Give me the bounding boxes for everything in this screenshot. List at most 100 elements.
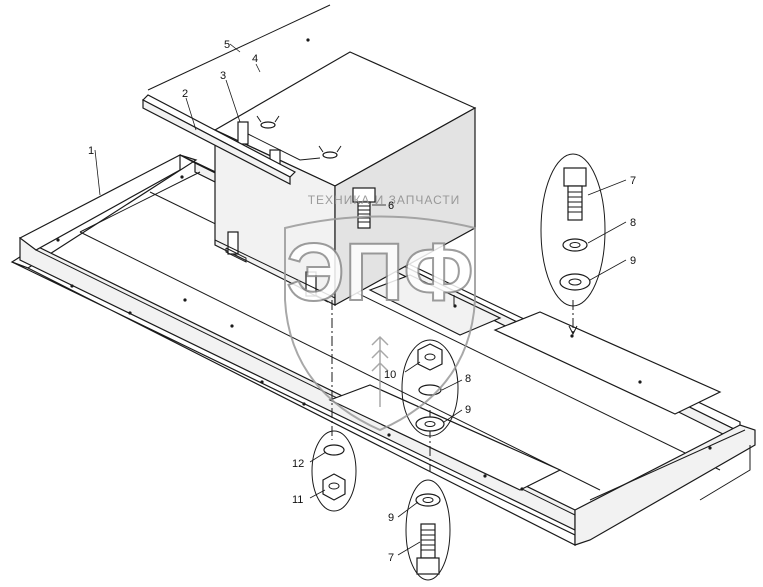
box-foot-tab: [299, 287, 329, 303]
leader-5: [229, 43, 241, 53]
axis-right-arrow: [568, 325, 578, 336]
callout-10: 10: [384, 369, 396, 381]
frame-hole: [230, 324, 234, 328]
frame-hole: [453, 304, 457, 308]
support-plate-right: [493, 311, 722, 415]
leader-2: [185, 97, 197, 131]
leader-10: [404, 361, 421, 373]
callout-12: 12: [292, 458, 304, 470]
box-foot-tab: [225, 247, 247, 263]
callout-9-mid: 9: [465, 404, 471, 416]
hardware-group-right: [540, 153, 606, 307]
cover-outline-edge: [147, 4, 331, 91]
lock-washer-8-hole: [569, 242, 581, 248]
hardware-group-left: [311, 430, 357, 512]
support-plate-center: [328, 384, 562, 491]
wing-nut: [322, 151, 338, 159]
box-bottom-edge: [214, 239, 336, 299]
callout-11: 11: [292, 494, 303, 506]
frame-hole: [387, 433, 391, 437]
watermark: ЭПФ ТЕХНИКА И ЗАПЧАСТИ: [284, 193, 476, 432]
callout-8-mid: 8: [465, 373, 471, 385]
frame-inner-left: [79, 171, 201, 233]
bolt-7-head: [563, 167, 587, 187]
watermark-wheat-icon: [371, 335, 389, 407]
nut-10: [417, 343, 443, 371]
box-foot-bracket: [227, 231, 239, 255]
bolt-7-bottom-head: [416, 557, 440, 575]
callout-9-top: 9: [630, 255, 636, 267]
leader-3: [225, 79, 241, 123]
callouts: 1 2 3 4 5 6 7 8 9 10 8 9 12 11 9 7: [88, 39, 636, 564]
bolt-6: [352, 187, 376, 229]
callout-3: 3: [220, 70, 226, 82]
nut-11-hole: [328, 482, 340, 490]
frame-hole: [180, 175, 184, 179]
washer-9-hole: [568, 278, 582, 286]
group-outline-right: [540, 153, 606, 307]
bolt-7-bottom-thread-lines: [421, 529, 435, 551]
leader-9-mid: [443, 409, 463, 423]
frame-hole: [260, 380, 264, 384]
washer-9-middle: [415, 416, 445, 432]
frame-right-end-edge: [589, 429, 746, 501]
lock-washer-8: [562, 238, 588, 252]
wing-nut-wings: [256, 115, 280, 123]
leader-7-top: [587, 179, 627, 196]
cover-outline: [147, 4, 331, 91]
callout-5: 5: [224, 39, 230, 51]
wing-nut-wings: [318, 145, 342, 153]
leader-11: [309, 489, 326, 499]
leader-12: [309, 451, 327, 463]
wing-nut: [260, 121, 276, 129]
frame-hole: [183, 298, 187, 302]
watermark-shield: [284, 215, 476, 432]
group-outline-bottom: [405, 479, 451, 581]
lock-washer-12: [323, 444, 345, 456]
leader-9-top: [589, 259, 627, 281]
group-outline-left: [311, 430, 357, 512]
callout-6: 6: [388, 200, 394, 212]
washer-9-middle-hole: [424, 421, 436, 427]
callout-4: 4: [252, 53, 258, 65]
bolt-7-thread-lines: [568, 191, 582, 213]
hold-down-bar-side: [142, 99, 291, 185]
frame-hole: [483, 474, 487, 478]
callout-7-bot: 7: [388, 552, 394, 564]
callout-2: 2: [182, 88, 188, 100]
frame-hole: [302, 402, 306, 406]
frame-hole: [128, 311, 132, 315]
box-latch-bracket: [237, 121, 249, 145]
frame-inner-mid: [79, 231, 601, 491]
bolt-6-thread-lines: [358, 205, 370, 223]
frame-hole: [56, 238, 60, 242]
washer-9: [559, 273, 591, 291]
watermark-caption: ТЕХНИКА И ЗАПЧАСТИ: [308, 193, 461, 207]
bolt-7-bottom-thread: [420, 523, 436, 559]
frame-hole: [638, 380, 642, 384]
callout-9-bot: 9: [388, 512, 394, 524]
lid-dot: [306, 38, 310, 42]
hold-down-bar: [141, 94, 297, 185]
hardware-group-bottom: [405, 479, 451, 581]
leader-1: [94, 149, 101, 196]
callout-1: 1: [88, 145, 94, 157]
washer-9-bottom-hole: [422, 497, 434, 503]
nut-11: [322, 473, 346, 501]
leaders: [94, 43, 627, 556]
frame-hole: [708, 446, 712, 450]
group-outline-middle: [401, 339, 459, 437]
battery-box: [213, 38, 477, 307]
hardware-group-middle: [401, 339, 459, 437]
latch-rod: [247, 133, 321, 161]
frame-right-end: [574, 424, 756, 546]
frame-hole: [520, 487, 524, 491]
nut-10-hole: [424, 353, 436, 361]
watermark-logo: ЭПФ: [286, 227, 473, 318]
base-frame: [10, 154, 756, 546]
leader-4: [255, 63, 261, 73]
leader-7-bot: [397, 541, 421, 556]
frame-left-channel: [18, 154, 181, 251]
